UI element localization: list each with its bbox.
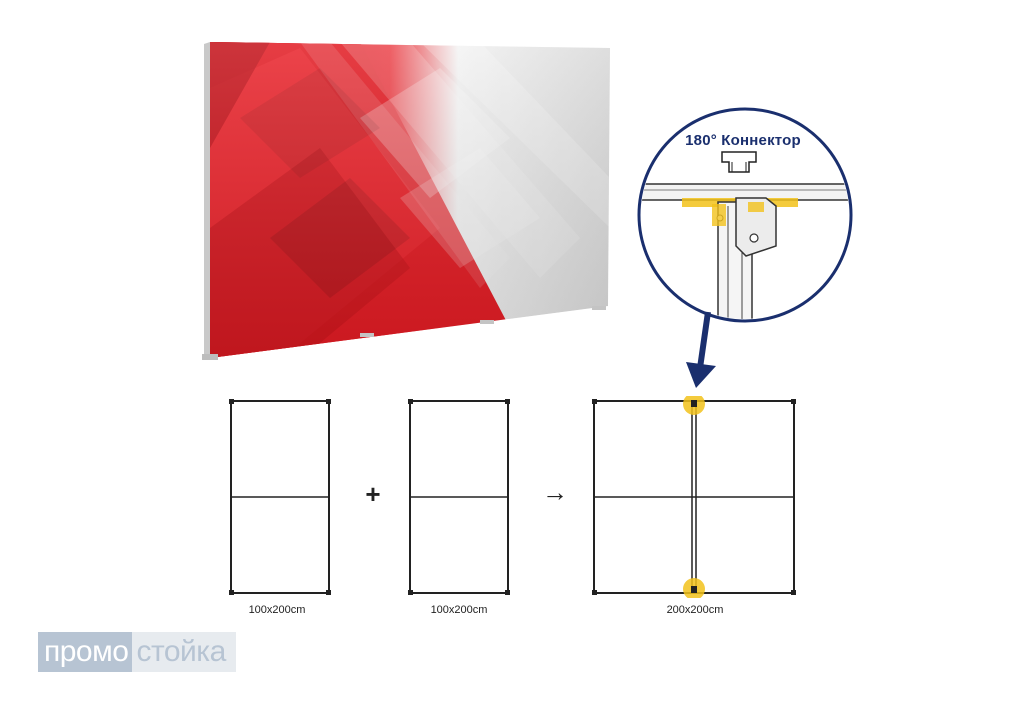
result-arrow: → (542, 477, 568, 507)
logo-part-promo: промо (38, 632, 133, 672)
size-label-combined: 200x200cm (666, 604, 724, 616)
frame-100x200-right (408, 399, 510, 595)
size-label-frame-2: 100x200cm (430, 604, 488, 616)
connector-title: 180° Коннектор (685, 132, 801, 149)
down-arrow-icon (686, 311, 716, 388)
frame-200x200-combined (592, 396, 796, 598)
logo-part-stoyka: стойка (132, 632, 236, 672)
connector-zoom-callout (637, 107, 853, 323)
connector-icon (721, 151, 757, 173)
frame-100x200-left (229, 399, 331, 595)
banner-stand-illustration (202, 42, 610, 360)
size-label-frame-1: 100x200cm (248, 604, 306, 616)
brand-logo: промо стойка (38, 632, 236, 672)
plus-sign: + (365, 479, 381, 509)
